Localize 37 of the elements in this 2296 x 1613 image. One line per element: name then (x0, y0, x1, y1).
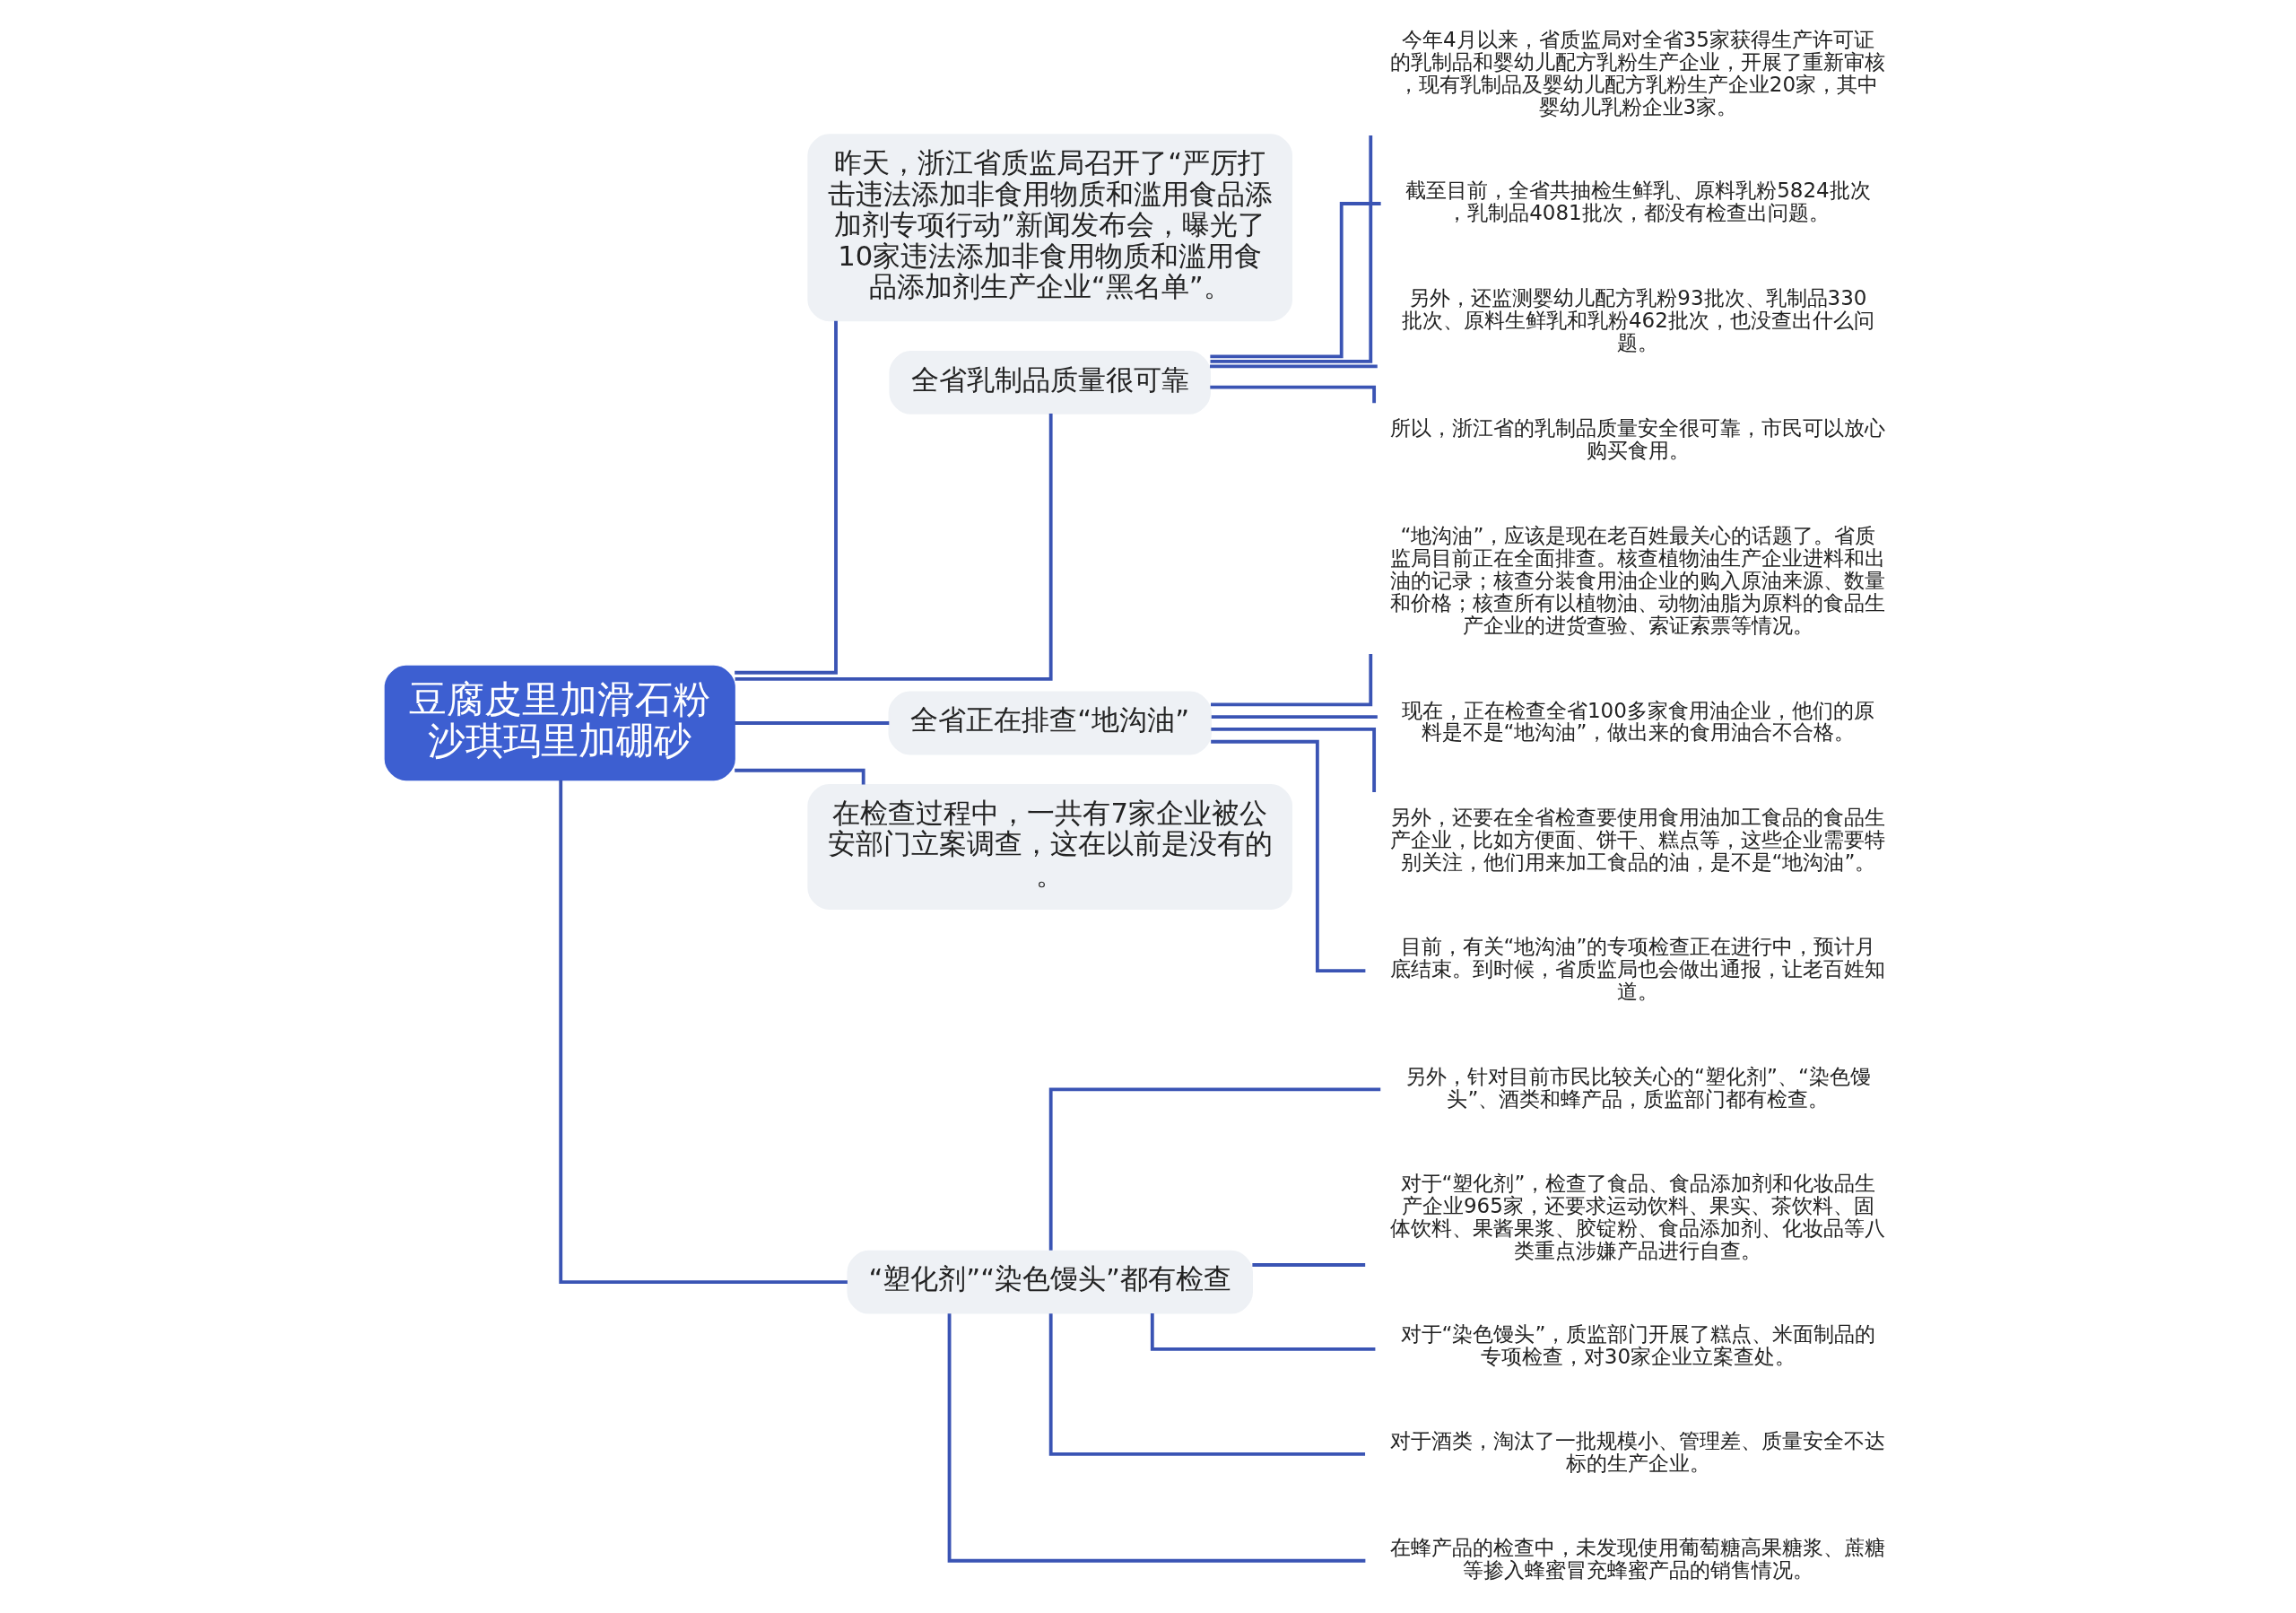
connector (1150, 1312, 1376, 1351)
connector (947, 1313, 1366, 1563)
node-text: 对于酒类，淘汰了一批规模小、管理差、质量安全不达标的生产企业。 (1390, 1429, 1886, 1476)
node-text: 所以，浙江省的乳制品质量安全很可靠，市民可以放心购买食用。 (1390, 416, 1886, 462)
connector (1211, 715, 1378, 719)
node-text: 另外，还要在全省检查要使用食用油加工食品的食品生产企业，比如方便面、饼干、糕点等，这些企业需要特别关注，他们用来加工食品的油，是不是“地沟油”。 (1390, 806, 1886, 875)
node-box: 全省正在排查“地沟油” (888, 691, 1212, 755)
node-text: 另外，针对目前市民比较关心的“塑化剂”、“染色馒头”、酒类和蜂产品，质监部门都有检查。 (1405, 1064, 1871, 1111)
node-text: 对于“染色馒头”，质监部门开展了糕点、米面制品的专项检查，对30家企业立案查处。 (1400, 1322, 1876, 1369)
connector (735, 768, 865, 785)
node-text: 对于“塑化剂”，检查了食品、食品添加剂和化妆品生产企业965家，还要求运动饮料、果实、茶饮料、固体饮料、果酱果浆、胶锭粉、食品添加剂、化妆品等八类重点涉嫌产品进行自查。 (1390, 1171, 1886, 1262)
connector (1252, 1263, 1366, 1267)
connector (735, 721, 890, 725)
node-box: 昨天，浙江省质监局召开了“严厉打击违法添加非食用物质和滥用食品添加剂专项行动”新闻发布会，曝光了10家违法添加非食用物质和滥用食品添加剂生产企业“黑名单”。 (807, 134, 1293, 322)
connector (1210, 385, 1377, 404)
node-box: 全省乳制品质量很可靠 (889, 350, 1211, 414)
node-text: 截至目前，全省共抽检生鲜乳、原料乳粉5824批次，乳制品4081批次，都没有检查出问题。 (1405, 179, 1871, 225)
node-text: 另外，还监测婴幼儿配方乳粉93批次、乳制品330批次、原料生鲜乳和乳粉462批次，也没查出什么问题。 (1401, 286, 1874, 355)
connector (1211, 654, 1373, 707)
connector (1210, 135, 1373, 363)
connector (1048, 1313, 1366, 1456)
node-box: 在检查过程中，一共有7家企业被公安部门立案调查，这在以前是没有的。 (807, 784, 1293, 911)
connector (1210, 364, 1378, 369)
connector (559, 780, 848, 1285)
node-text: 在蜂产品的检查中，未发现使用葡萄糖高果糖浆、蔗糖等掺入蜂蜜冒充蜂蜜产品的销售情况。 (1390, 1536, 1886, 1582)
node-box: 豆腐皮里加滑石粉沙琪玛里加硼砂 (384, 665, 735, 781)
node-text: 目前，有关“地沟油”的专项检查正在进行中，预计月底结束。到时候，省质监局也会做出通报，让老百姓知道。 (1390, 935, 1886, 1003)
connector (735, 320, 838, 675)
connector (1211, 739, 1366, 972)
connector (1210, 202, 1381, 359)
node-text: “地沟油”，应该是现在老百姓最关心的话题了。省质监局目前正在全面排查。核查植物油生产企业进料和出油的记录；核查分装食用油企业的购入原油来源、数量和价格；核查所有以植物油、动物油脂为原料的食品生产企业的进货查验、索证索票等情况。 (1390, 523, 1886, 637)
connector (1211, 728, 1377, 792)
node-box: “塑化剂”“染色馒头”都有检查 (847, 1250, 1253, 1314)
node-text: 现在，正在检查全省100多家食用油企业，他们的原料是不是“地沟油”，做出来的食用油合不合格。 (1401, 698, 1874, 745)
connector (735, 414, 1053, 681)
connector (1048, 1087, 1381, 1251)
node-text: 今年4月以来，省质监局对全省35家获得生产许可证的乳制品和婴幼儿配方乳粉生产企业，开展了重新审核，现有乳制品及婴幼儿配方乳粉生产企业20家，其中婴幼儿乳粉企业3家。 (1390, 27, 1886, 118)
